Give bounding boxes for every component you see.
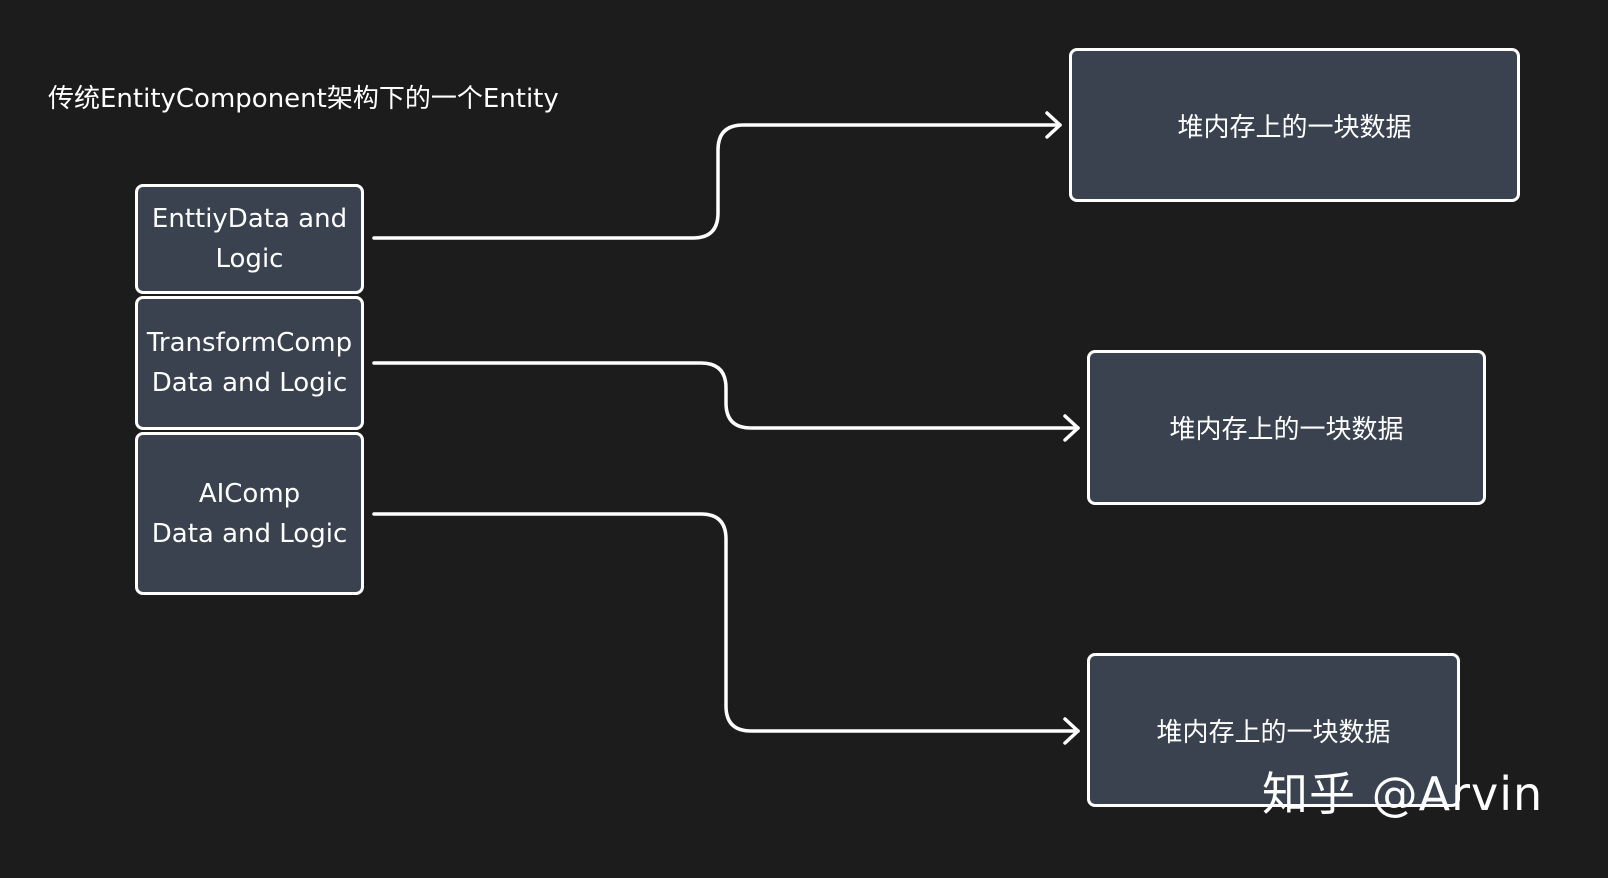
heap-block-3: 堆内存上的一块数据: [1087, 653, 1460, 807]
connector-arrowhead-3: [1063, 717, 1080, 745]
heap-block-2-label: 堆内存上的一块数据: [1169, 415, 1404, 445]
connector-arrowhead-2: [1063, 414, 1080, 442]
heap-block-3-label: 堆内存上的一块数据: [1156, 717, 1391, 748]
heap-block-1: 堆内存上的一块数据: [1069, 48, 1520, 202]
heap-block-2: 堆内存上的一块数据: [1087, 350, 1486, 505]
connector-arrow-1: [372, 123, 1062, 240]
transform-comp-box: TransformComp Data and Logic: [135, 296, 364, 430]
entity-data-logic-box: EnttiyData and Logic: [135, 184, 364, 294]
transform-comp-label: TransformComp Data and Logic: [146, 328, 353, 398]
ai-comp-label: AIComp Data and Logic: [151, 478, 348, 549]
diagram-title: 传统EntityComponent架构下的一个Entity: [48, 84, 559, 114]
connector-arrow-3: [372, 512, 1080, 733]
entity-data-logic-label: EnttiyData and Logic: [151, 204, 348, 274]
connector-arrowhead-1: [1045, 111, 1062, 139]
watermark: 知乎 @Arvin: [1262, 767, 1544, 821]
heap-block-1-label: 堆内存上的一块数据: [1177, 112, 1412, 143]
ai-comp-box: AIComp Data and Logic: [135, 432, 364, 595]
connector-arrow-2: [372, 361, 1080, 430]
